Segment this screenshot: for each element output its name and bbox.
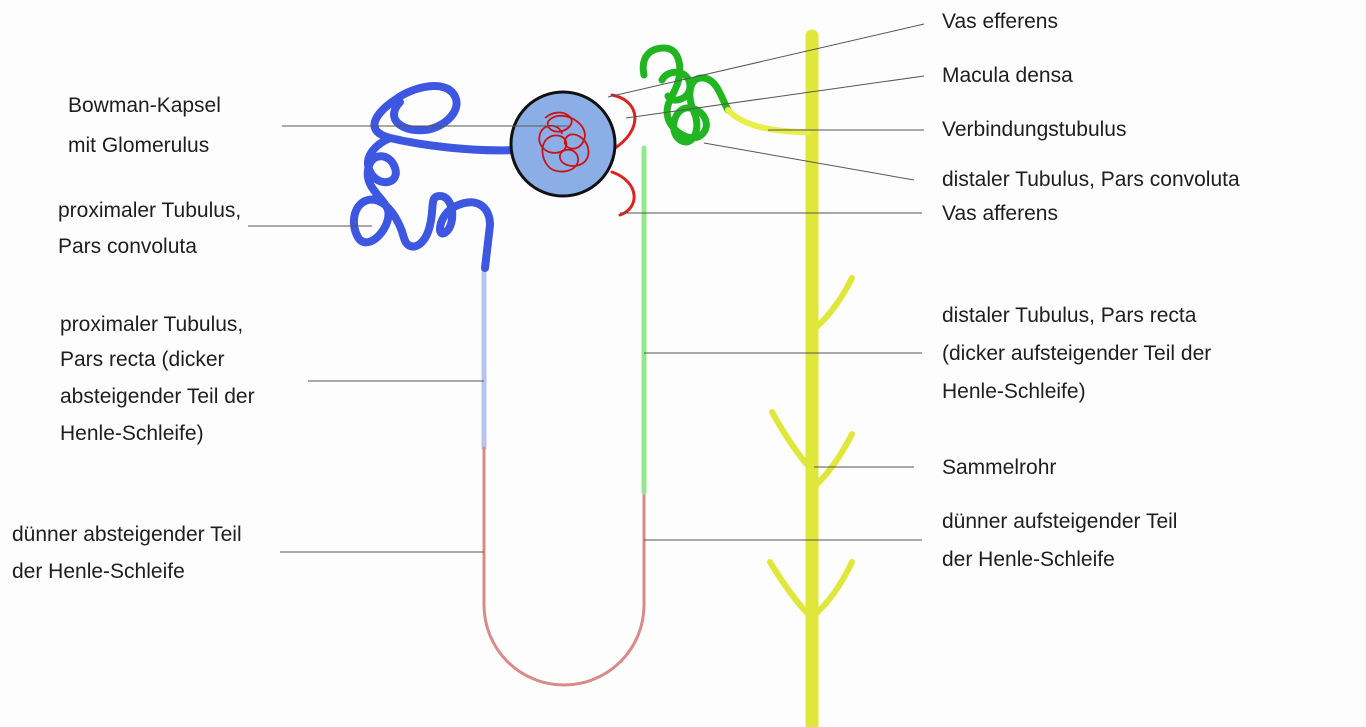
vas-afferens [612,172,634,215]
label-thin-descending-line2: der Henle-Schleife [12,558,185,586]
thin-limb [484,448,644,685]
distal-convoluted-tubule [643,48,728,142]
label-connecting-tubule: Verbindungstubulus [942,116,1126,144]
label-vas-efferens: Vas efferens [942,8,1058,36]
label-thin-ascending-line2: der Henle-Schleife [942,546,1115,574]
label-thin-descending-line1: dünner absteigender Teil [12,521,242,549]
collecting-duct [770,36,852,727]
label-macula-densa: Macula densa [942,62,1073,90]
label-proximal-straight-line2: Pars recta (dicker [60,346,225,374]
label-proximal-straight-line4: Henle-Schleife) [60,420,204,448]
label-distal-straight-line2: (dicker aufsteigender Teil der [942,340,1211,368]
label-proximal-straight-line3: absteigender Teil der [60,383,255,411]
bowman-capsule [511,92,615,196]
label-distal-straight-line3: Henle-Schleife) [942,378,1086,406]
label-collecting-duct: Sammelrohr [942,454,1056,482]
label-proximal-convoluted-line2: Pars convoluta [58,233,197,261]
label-thin-ascending-line1: dünner aufsteigender Teil [942,508,1177,536]
label-vas-afferens: Vas afferens [942,200,1058,228]
label-proximal-convoluted-line1: proximaler Tubulus, [58,197,241,225]
label-bowman-capsule-line1: Bowman-Kapsel [68,92,221,120]
connecting-tubule [728,110,808,132]
proximal-convoluted-tubule [354,86,516,268]
henle-loop [484,148,644,685]
label-distal-straight-line1: distaler Tubulus, Pars recta [942,302,1196,330]
label-distal-convoluted: distaler Tubulus, Pars convoluta [942,166,1240,194]
label-proximal-straight-line1: proximaler Tubulus, [60,311,243,339]
vessels [612,95,635,215]
label-bowman-capsule-line2: mit Glomerulus [68,132,209,160]
